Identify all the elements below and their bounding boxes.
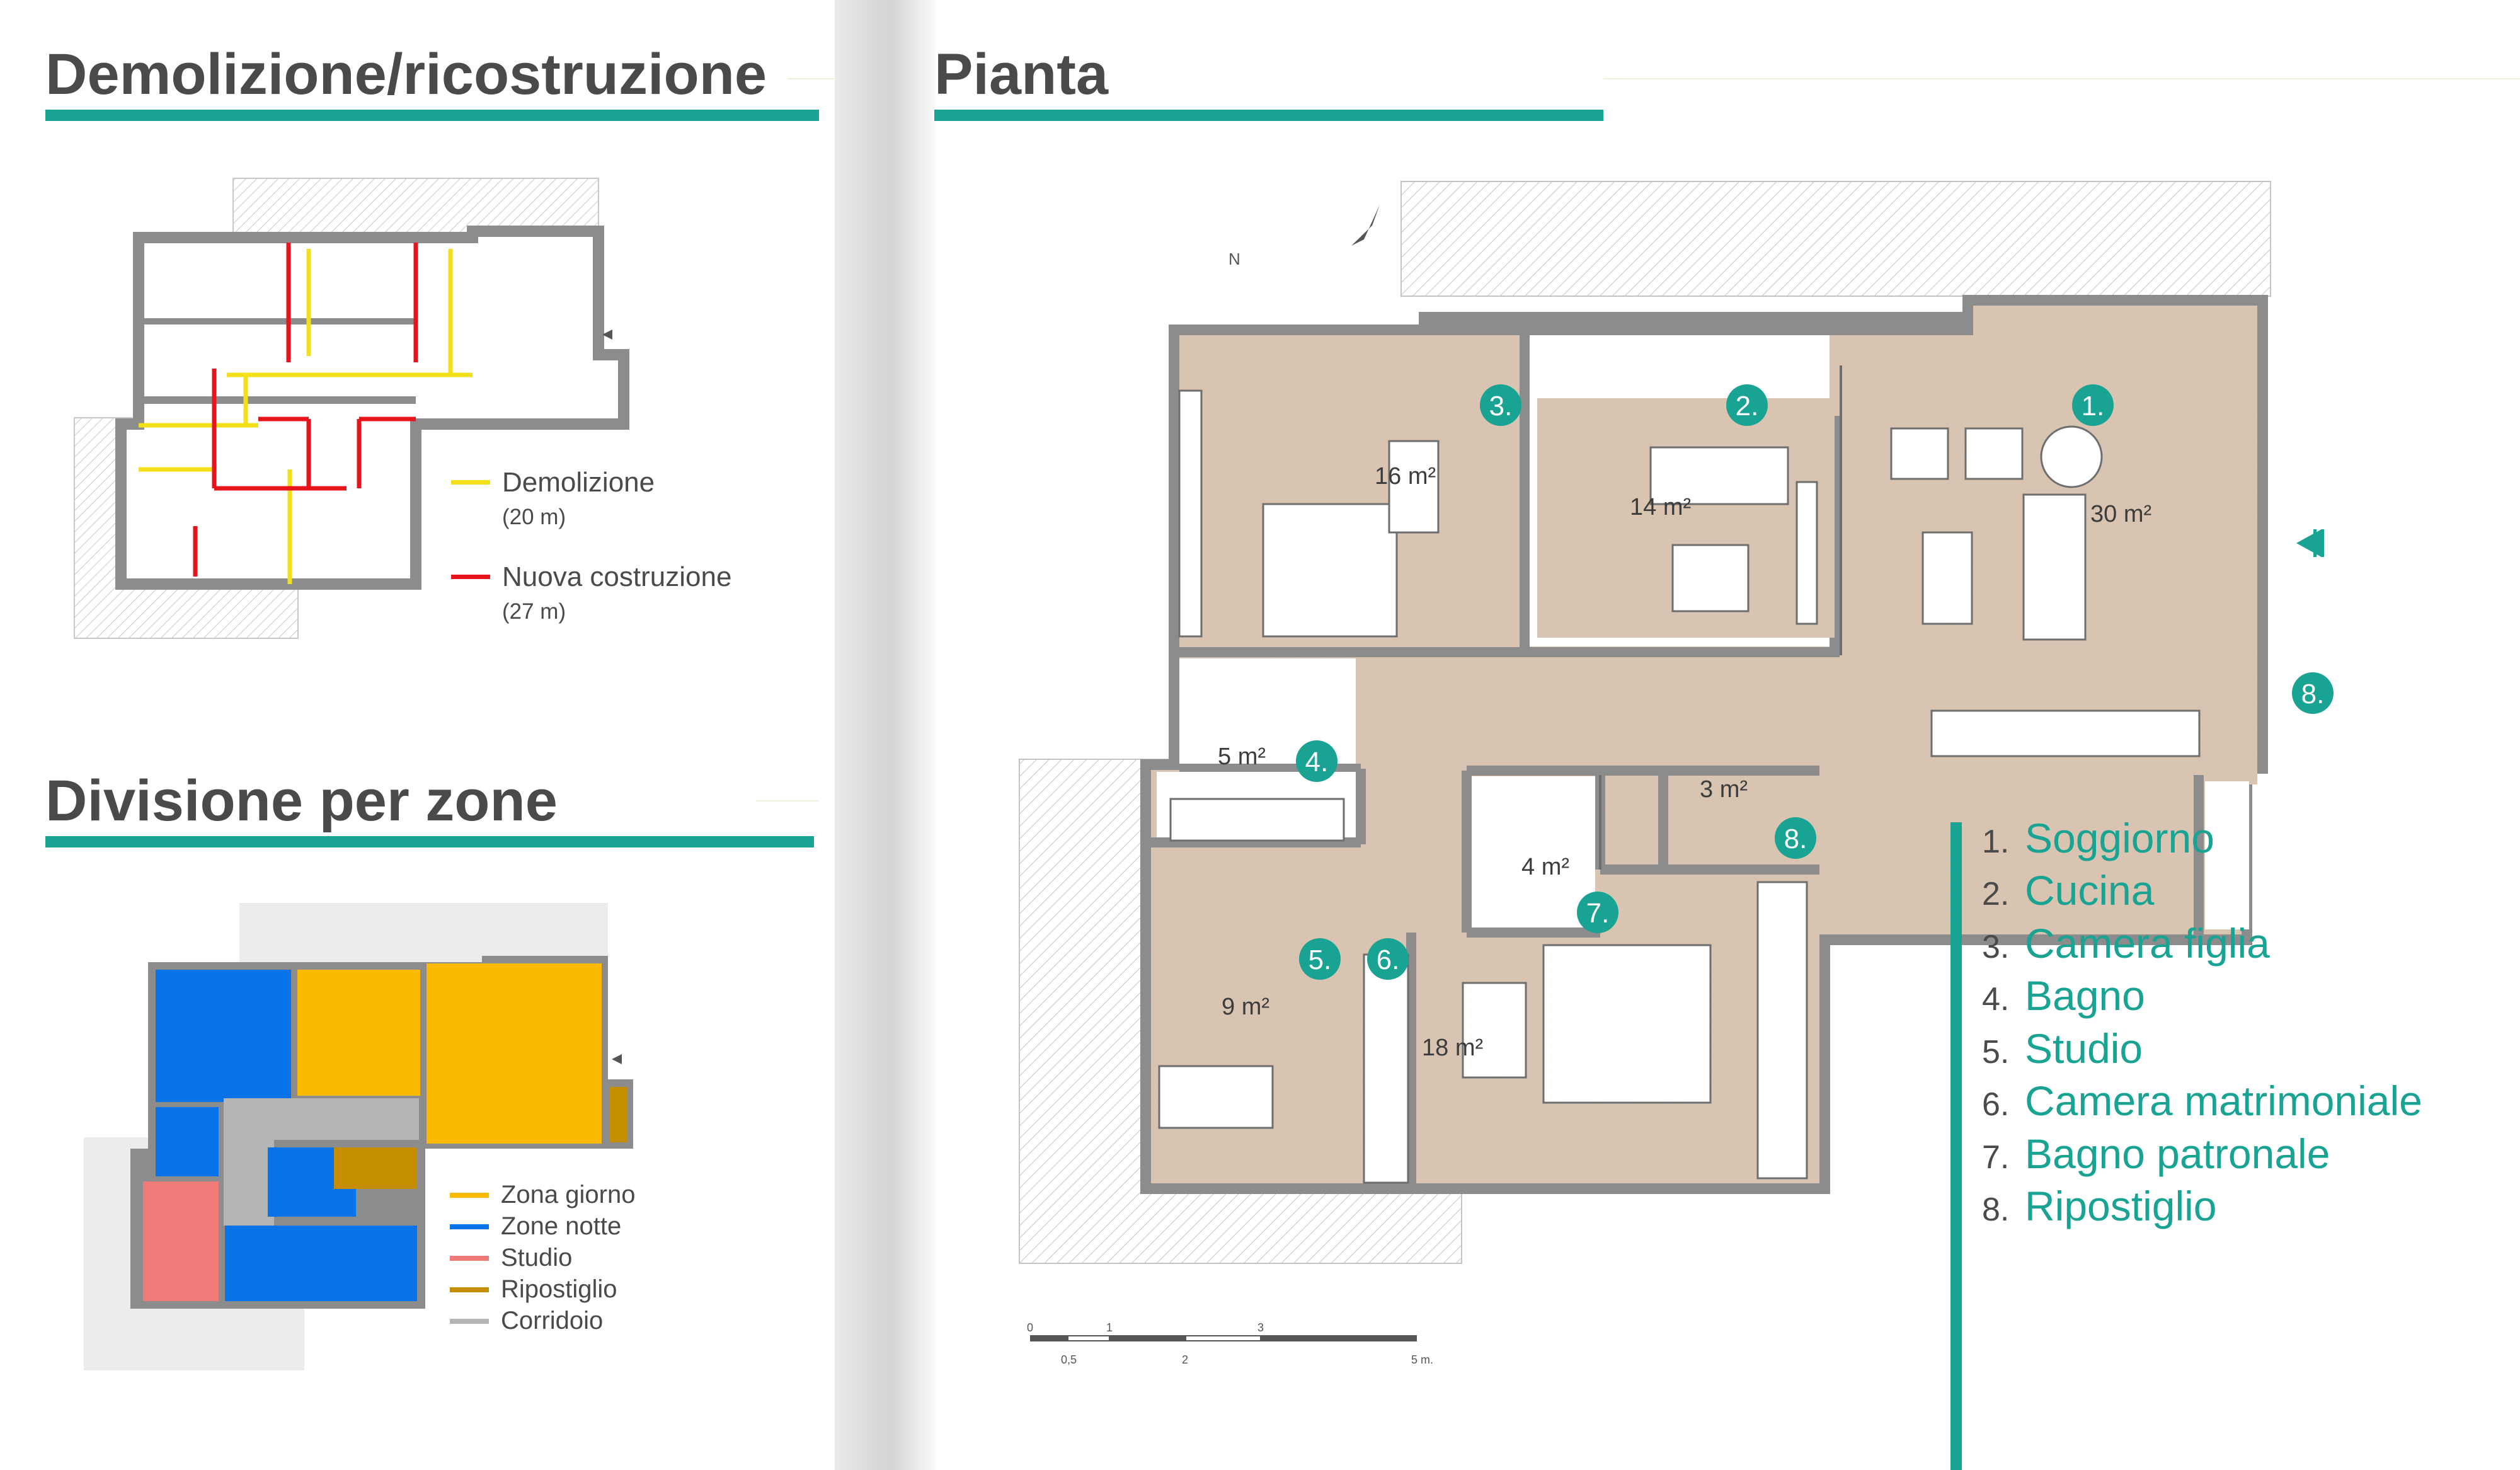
room-badge-2: 2.	[1726, 384, 1768, 426]
demolition-title-rule	[45, 110, 819, 121]
zone-studio-label: Studio	[501, 1244, 573, 1272]
room-list-name-7: Bagno patronale	[2025, 1130, 2330, 1177]
new-construction-legend-note: (27 m)	[502, 599, 566, 624]
zones-title: Divisione per zone	[45, 769, 558, 833]
area-label-5: 9 m²	[1222, 994, 1269, 1020]
room-list-name-4: Bagno	[2025, 972, 2145, 1019]
room-list-name-2: Cucina	[2025, 867, 2155, 914]
room-list-bar	[1950, 822, 1962, 1470]
scale-bar: 0 1 3 0,5 2 5 m.	[1027, 1321, 1433, 1366]
demolition-plan	[74, 178, 629, 639]
svg-text:6.: 6.	[1377, 945, 1400, 975]
zones-plan	[84, 903, 633, 1370]
room-badge-1: 1.	[2072, 384, 2114, 426]
svg-text:0,5: 0,5	[1061, 1353, 1077, 1366]
page-gutter	[835, 0, 936, 1470]
room-badge-7: 7.	[1577, 892, 1618, 933]
room-list-num-3: 3.	[1982, 929, 2010, 965]
room-badge-6: 6.	[1367, 938, 1409, 980]
room-badge-5: 5.	[1299, 938, 1341, 980]
svg-text:3: 3	[1257, 1321, 1264, 1334]
zone-notte-label: Zone notte	[501, 1212, 622, 1240]
area-label-4: 5 m²	[1218, 744, 1266, 770]
room-list-name-5: Studio	[2025, 1025, 2143, 1072]
room-list-name-1: Soggiorno	[2025, 815, 2214, 861]
room-list-num-1: 1.	[1982, 824, 2010, 860]
svg-text:1: 1	[1106, 1321, 1113, 1334]
svg-text:3.: 3.	[1489, 391, 1513, 422]
svg-text:7.: 7.	[1586, 898, 1610, 929]
north-arrow-icon	[1351, 205, 1380, 246]
svg-text:2.: 2.	[1736, 391, 1759, 422]
svg-text:0: 0	[1027, 1321, 1033, 1334]
svg-text:5.: 5.	[1309, 945, 1332, 975]
room-list-num-8: 8.	[1982, 1192, 2010, 1228]
demolition-legend-swatch	[451, 480, 490, 485]
room-list-num-7: 7.	[1982, 1139, 2010, 1176]
area-label-6: 18 m²	[1422, 1035, 1483, 1061]
demolition-legend-label: Demolizione	[502, 467, 655, 498]
room-list-name-6: Camera matrimoniale	[2025, 1077, 2422, 1124]
zone-studio-swatch	[450, 1256, 489, 1261]
room-badge-4: 4.	[1296, 740, 1337, 782]
area-label-7: 4 m²	[1521, 854, 1569, 880]
demolition-title-thin-rule	[788, 78, 838, 79]
zone-giorno-swatch	[450, 1193, 489, 1198]
demolition-legend-note: (20 m)	[502, 505, 566, 529]
room-list-num-6: 6.	[1982, 1086, 2010, 1123]
svg-text:4.: 4.	[1305, 747, 1329, 778]
plan-title-thin-rule	[1603, 78, 2520, 79]
zone-ripostiglio-label: Ripostiglio	[501, 1275, 617, 1303]
zone-corridoio-swatch	[450, 1319, 489, 1324]
room-list-name-3: Camera figlia	[2025, 920, 2270, 967]
zones-title-rule	[45, 836, 814, 847]
svg-text:5 m.: 5 m.	[1411, 1353, 1433, 1366]
new-construction-legend-label: Nuova costruzione	[502, 561, 732, 592]
zone-notte-swatch	[450, 1224, 489, 1229]
svg-text:8.: 8.	[2301, 679, 2325, 709]
plan-title-rule	[934, 110, 1603, 121]
room-badge-3: 3.	[1480, 384, 1521, 426]
zones-title-thin-rule	[756, 800, 819, 801]
area-label-3: 16 m²	[1375, 463, 1436, 490]
room-list-num-2: 2.	[1982, 876, 2010, 912]
svg-text:2: 2	[1182, 1353, 1188, 1366]
zone-giorno-label: Zona giorno	[501, 1181, 636, 1209]
area-label-1: 30 m²	[2090, 501, 2151, 527]
svg-text:1.: 1.	[2082, 391, 2105, 422]
room-badge-8-storage: 8.	[2292, 672, 2334, 714]
area-label-2: 14 m²	[1630, 494, 1691, 520]
zone-corridoio-label: Corridoio	[501, 1307, 604, 1335]
plan-title: Pianta	[934, 42, 1109, 106]
svg-text:8.: 8.	[1784, 824, 1807, 854]
floor-plan: N 30 m² 14 m² 16 m² 5 m² 3 m² 4 m² 9 m² …	[1019, 181, 2334, 1366]
zone-ripostiglio-swatch	[450, 1287, 489, 1292]
room-badge-8-hall: 8.	[1775, 817, 1816, 859]
area-label-8: 3 m²	[1700, 776, 1748, 803]
entrance-arrow-icon	[2296, 529, 2324, 557]
north-label: N	[1228, 250, 1240, 268]
room-list-num-5: 5.	[1982, 1034, 2010, 1071]
room-list-name-8: Ripostiglio	[2025, 1183, 2217, 1229]
demolition-title: Demolizione/ricostruzione	[45, 42, 767, 106]
new-construction-legend-swatch	[451, 575, 490, 579]
room-list-num-4: 4.	[1982, 981, 2010, 1018]
